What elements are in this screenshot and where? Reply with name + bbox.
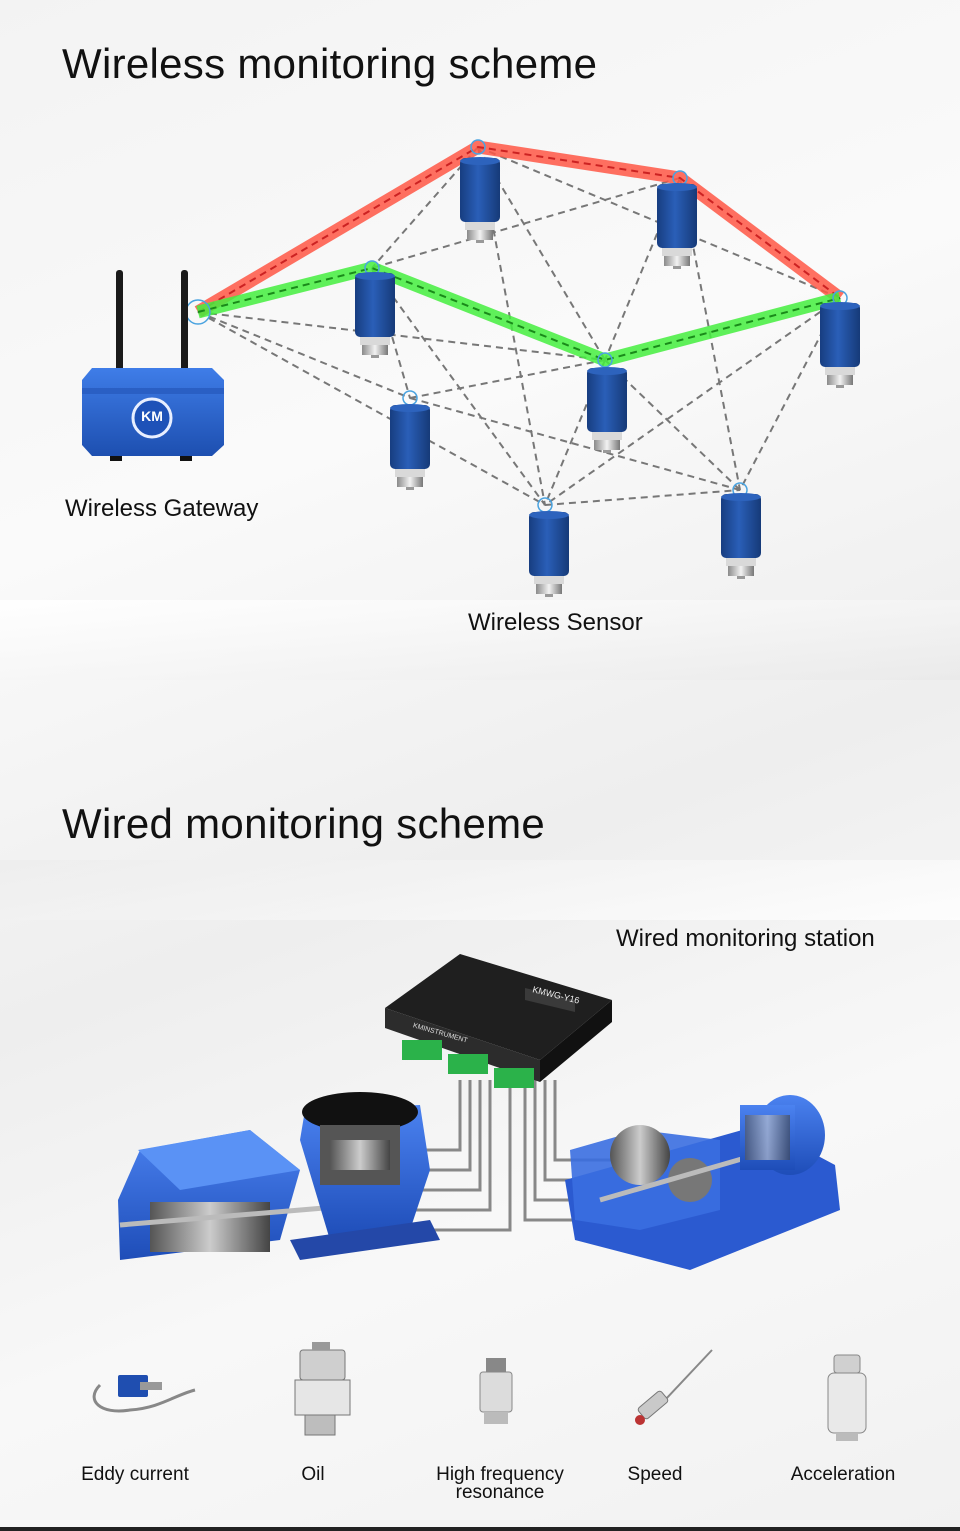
wireless-gateway — [82, 270, 224, 461]
acceleration-sensor-icon — [827, 1354, 867, 1441]
wireless-sensor — [587, 367, 627, 453]
gearbox-assembly — [565, 1095, 840, 1270]
wireless-mesh-diagram — [82, 139, 860, 597]
wired-section-title: Wired monitoring scheme — [62, 800, 546, 847]
station-label: Wired monitoring station — [616, 925, 875, 952]
sensor-label: Wireless Sensor — [468, 609, 643, 636]
wireless-sensor — [820, 302, 860, 388]
wireless-sensor — [390, 404, 430, 490]
gateway-logo: KM — [141, 408, 163, 424]
sensor-type-label: Eddy current — [81, 1464, 189, 1485]
wireless-sensor — [355, 272, 395, 358]
sensor-type-label: High frequency resonance — [436, 1464, 564, 1503]
high-frequency-sensor-icon — [479, 1358, 513, 1424]
wireless-sensor — [657, 183, 697, 269]
sensor-type-icons — [92, 1342, 867, 1441]
sensor-type-label: Acceleration — [790, 1464, 896, 1485]
bottom-border — [0, 1527, 960, 1531]
wired-system-diagram — [118, 954, 840, 1270]
eddy-current-sensor-icon — [92, 1375, 196, 1413]
green-route — [196, 261, 842, 367]
wireless-section-title: Wireless monitoring scheme — [62, 40, 598, 87]
sensor-type-label: Speed — [627, 1464, 683, 1485]
wireless-sensor — [721, 493, 761, 579]
wireless-sensor — [529, 511, 569, 597]
background-facet — [0, 860, 960, 920]
generator-motor — [118, 1130, 361, 1260]
wired-monitoring-station — [385, 954, 612, 1088]
bearing-housing — [290, 1092, 440, 1260]
oil-sensor-icon — [294, 1342, 351, 1436]
speed-sensor-icon — [635, 1349, 713, 1425]
sensor-type-label: Oil — [301, 1464, 325, 1485]
gateway-label: Wireless Gateway — [65, 495, 259, 522]
